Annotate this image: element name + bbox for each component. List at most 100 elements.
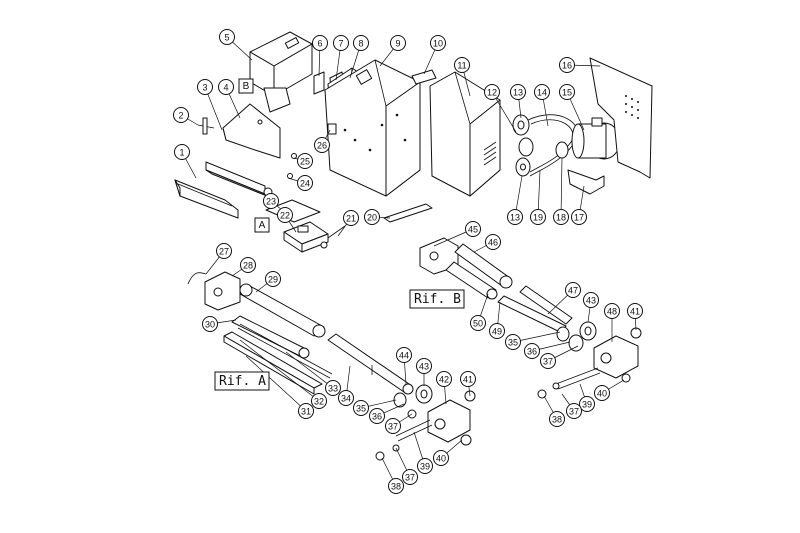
part-motor (571, 117, 621, 160)
callout-43: 43 (416, 358, 432, 374)
callout-23: 23 (263, 193, 279, 209)
callout-number: 43 (586, 296, 596, 306)
part-side-block-b-right (593, 327, 642, 383)
callout-36: 36 (369, 408, 385, 424)
rif-a-label: Rif. A (214, 371, 270, 391)
callout-number: 37 (543, 357, 553, 367)
callout-number: 38 (552, 415, 562, 425)
box-label-b: B (238, 78, 254, 94)
callout-37: 37 (540, 353, 556, 369)
callout-45: 45 (465, 221, 481, 237)
callout-40: 40 (594, 385, 610, 401)
callout-number: 35 (508, 338, 518, 348)
callout-37: 37 (402, 469, 418, 485)
leader-line (285, 351, 334, 389)
callout-number: 39 (582, 400, 592, 410)
callout-49: 49 (489, 323, 505, 339)
callout-number: 25 (300, 157, 310, 167)
callout-number: 5 (224, 33, 229, 43)
callout-number: 8 (358, 39, 363, 49)
callout-1: 1 (174, 144, 190, 160)
callout-number: 23 (266, 197, 276, 207)
part-side-block-left (187, 271, 241, 311)
part-roller-long (327, 333, 414, 395)
callout-35: 35 (353, 400, 369, 416)
callout-number: 37 (405, 473, 415, 483)
part-hopper (249, 31, 313, 113)
callout-19: 19 (530, 209, 546, 225)
part-roller-b-lower (445, 261, 498, 300)
callout-39: 39 (417, 458, 433, 474)
callout-number: 24 (300, 179, 310, 189)
callout-32: 32 (311, 393, 327, 409)
callout-14: 14 (534, 84, 550, 100)
callout-number: 37 (388, 422, 398, 432)
callout-41: 41 (460, 371, 476, 387)
callout-5: 5 (219, 29, 235, 45)
callout-27: 27 (216, 243, 232, 259)
part-shaft-b (497, 285, 573, 333)
callout-number: 13 (513, 88, 523, 98)
callout-number: 48 (607, 307, 617, 317)
callout-6: 6 (312, 35, 328, 51)
box-label-text: A (259, 220, 266, 231)
callout-number: 17 (574, 213, 584, 223)
callout-number: 50 (473, 319, 483, 329)
callout-number: 18 (556, 213, 566, 223)
part-top-strip (411, 69, 437, 85)
part-side-block-right (427, 390, 476, 446)
callout-number: 35 (356, 404, 366, 414)
callout-13: 13 (507, 209, 523, 225)
callout-3: 3 (197, 79, 213, 95)
part-side-block-b (419, 237, 459, 275)
callout-number: 14 (537, 88, 547, 98)
callout-number: 13 (510, 213, 520, 223)
callout-11: 11 (454, 57, 470, 73)
callout-number: 2 (178, 111, 183, 121)
callout-number: 36 (527, 347, 537, 357)
callout-26: 26 (314, 137, 330, 153)
leader-line (245, 355, 307, 412)
box-label-a: A (254, 217, 270, 233)
callout-17: 17 (571, 209, 587, 225)
leader-line (560, 157, 563, 218)
part-side-plate (222, 103, 281, 159)
callout-number: 32 (314, 397, 324, 407)
part-roller-upper (239, 283, 326, 338)
callout-number: 22 (280, 211, 290, 221)
callout-number: 11 (457, 61, 466, 71)
part-shaft (237, 323, 333, 379)
callout-number: 46 (488, 238, 498, 248)
callout-number: 29 (268, 275, 278, 285)
callout-number: 3 (202, 83, 207, 93)
callout-48: 48 (604, 303, 620, 319)
part-switch-box (283, 221, 346, 253)
callout-number: 7 (338, 39, 343, 49)
callout-number: 1 (179, 148, 184, 158)
callout-29: 29 (265, 271, 281, 287)
callout-40: 40 (433, 450, 449, 466)
callout-number: 42 (439, 375, 449, 385)
callout-38: 38 (549, 411, 565, 427)
callout-25: 25 (297, 153, 313, 169)
callout-15: 15 (559, 84, 575, 100)
leader-line (239, 339, 320, 402)
callout-39: 39 (579, 396, 595, 412)
callout-number: 49 (492, 327, 502, 337)
reference-text: Rif. A (219, 374, 266, 389)
callout-21: 21 (343, 210, 359, 226)
callout-8: 8 (353, 35, 369, 51)
part-pin-shaft-a (375, 419, 433, 461)
part-rear-housing (429, 71, 501, 197)
callout-number: 44 (399, 351, 409, 361)
callout-43: 43 (583, 292, 599, 308)
callout-number: 26 (317, 141, 327, 151)
callout-31: 31 (298, 403, 314, 419)
callout-12: 12 (484, 84, 500, 100)
part-main-housing (324, 59, 421, 197)
leader-line (512, 331, 561, 343)
callout-44: 44 (396, 347, 412, 363)
